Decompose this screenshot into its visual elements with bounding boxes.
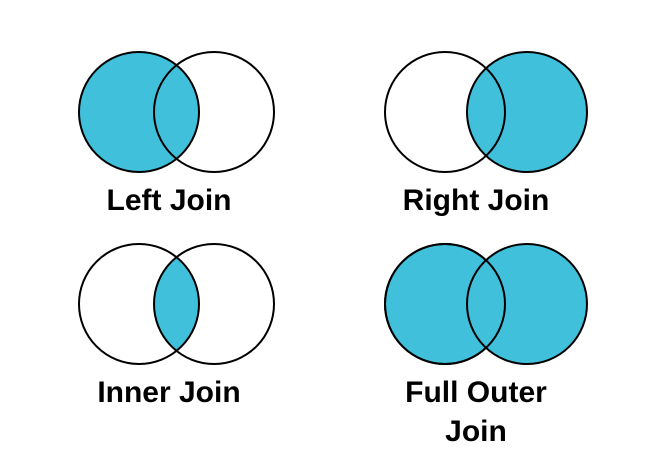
full-outer-join-left-outline (384, 243, 506, 365)
panel-right-join: Right Join (384, 51, 588, 217)
left-join-left-circle (78, 51, 200, 173)
left-join-label: Left Join (107, 184, 232, 217)
right-join-left-circle (384, 51, 506, 173)
full-outer-join-right-circle (466, 243, 588, 365)
full-outer-join-label-line-1: Full Outer (405, 376, 547, 409)
inner-join-left-circle (78, 243, 200, 365)
panel-full-outer-join: Full Outer Join (384, 243, 588, 448)
panel-inner-join: Inner Join (78, 243, 275, 409)
right-join-right-circle (466, 51, 588, 173)
right-join-label: Right Join (403, 184, 550, 217)
panel-left-join: Left Join (78, 51, 275, 217)
full-outer-join-label-line-2: Join (445, 415, 507, 448)
inner-join-label: Inner Join (97, 376, 240, 409)
inner-join-right-circle (153, 243, 275, 365)
left-join-right-circle (153, 51, 275, 173)
inner-join-intersection (154, 244, 199, 364)
